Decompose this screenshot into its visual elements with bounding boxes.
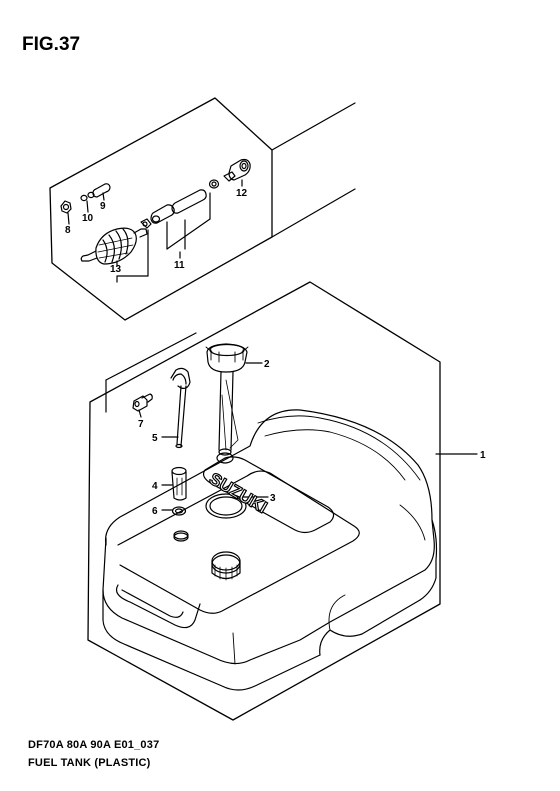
part-3-o-ring[interactable]	[205, 493, 247, 519]
part-5-outlet-pipe[interactable]	[170, 367, 191, 449]
figure-title: FIG.37	[22, 34, 81, 55]
part-4-pipe-fitting[interactable]	[171, 466, 187, 501]
model-code: DF70A 80A 90A E01_037	[28, 739, 160, 751]
leader-line	[138, 409, 142, 418]
hose-clamp[interactable]	[208, 179, 220, 189]
part-11-hose[interactable]	[150, 189, 207, 224]
callout-5: 5	[152, 433, 158, 444]
part-2-fuel-gauge[interactable]	[205, 343, 249, 456]
part-6-washer[interactable]	[171, 506, 187, 516]
inset-leader-line	[271, 102, 356, 151]
leader-line	[102, 192, 105, 201]
leader-line	[86, 200, 89, 213]
callout-6: 6	[152, 506, 158, 517]
callout-1: 1	[480, 450, 486, 461]
callout-9: 9	[100, 201, 106, 212]
callout-7: 7	[138, 419, 144, 430]
figure-caption: FUEL TANK (PLASTIC)	[28, 757, 151, 769]
callout-12: 12	[236, 188, 248, 199]
callout-10: 10	[82, 213, 94, 224]
callout-8: 8	[65, 225, 71, 236]
hose-fitting[interactable]	[140, 215, 161, 229]
part-9-plug[interactable]	[92, 183, 111, 198]
part-8-bushing[interactable]	[60, 200, 72, 214]
leader-line	[166, 218, 211, 250]
part-13-primer-bulb[interactable]	[80, 227, 148, 265]
frame-inner-line	[105, 332, 197, 381]
callout-11: 11	[174, 260, 185, 271]
callout-13: 13	[110, 264, 122, 275]
callout-2: 2	[264, 359, 270, 370]
leader-line	[116, 229, 149, 283]
fuel-tank-frame	[87, 281, 441, 721]
callout-4: 4	[152, 481, 158, 492]
part-12-connector[interactable]	[223, 158, 251, 182]
part-7-fitting[interactable]	[132, 393, 153, 412]
fuel-tank-body[interactable]	[102, 409, 438, 691]
leader-line	[67, 212, 70, 225]
part-10-clip[interactable]	[80, 191, 95, 202]
callout-3: 3	[270, 493, 276, 504]
inset-leader-line	[271, 188, 356, 238]
